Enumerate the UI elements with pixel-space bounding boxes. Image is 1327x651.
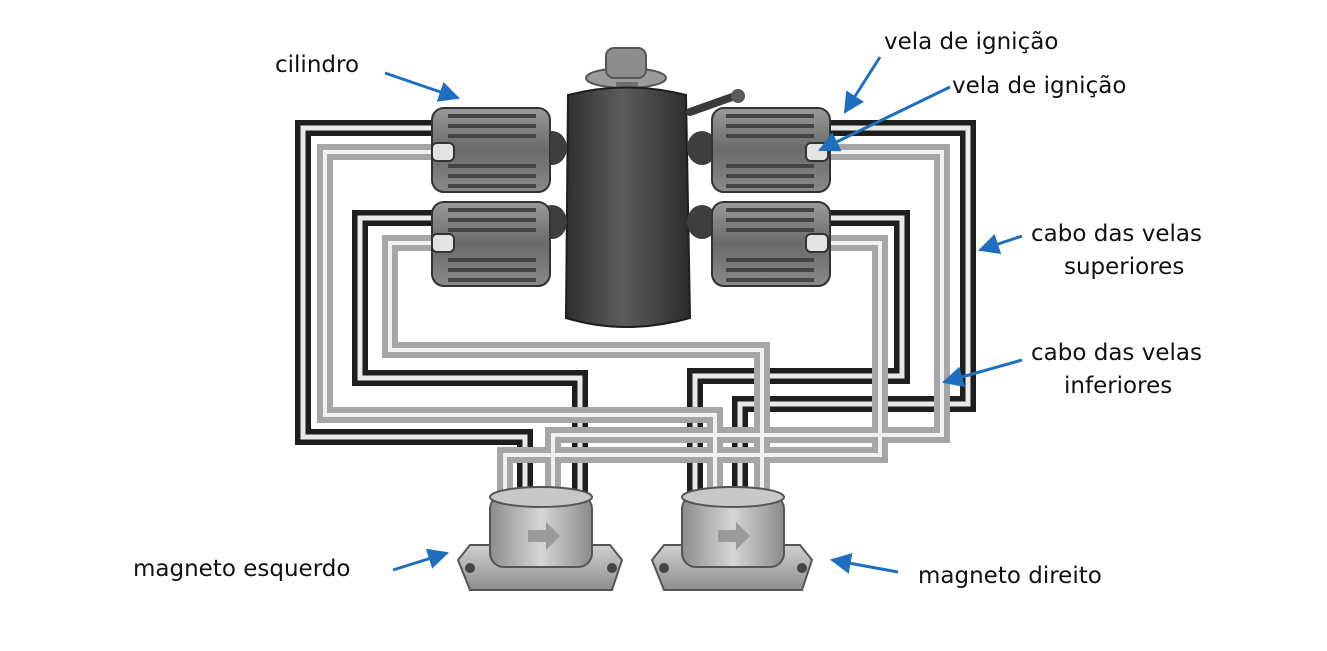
cylinder-arrow: [384, 71, 460, 102]
lower-cable-label-line2: inferiores: [1064, 373, 1173, 399]
left-magneto-label: magneto esquerdo: [133, 556, 351, 582]
right-magneto-label: magneto direito: [918, 563, 1102, 589]
cylinder-left-top: [431, 107, 551, 193]
right-magneto-body: [650, 486, 814, 591]
cylinder-left-bottom: [431, 201, 551, 287]
cylinder-right-bottom: [711, 201, 831, 287]
upper-cable-arrow: [978, 234, 1023, 254]
engine-block: [537, 47, 745, 328]
spark-plug-arrow-1: [843, 56, 882, 114]
upper-cable-label-line2: superiores: [1064, 254, 1185, 280]
spark-plug-label-2: vela de ignição: [952, 73, 1127, 99]
cylinder-right-top: [711, 107, 831, 193]
pointer-arrows: [384, 56, 1023, 574]
spark-plug-arrow-2: [818, 85, 951, 152]
spark-plug-label-1: vela de ignição: [884, 29, 1059, 55]
lower-cable-arrow: [941, 358, 1023, 387]
cylinder-label: cilindro: [275, 52, 360, 78]
left-magneto-arrow: [392, 548, 450, 572]
right-magneto-arrow: [829, 553, 899, 574]
lower-cable-label-line1: cabo das velas: [1031, 340, 1202, 366]
left-magneto-body: [456, 486, 624, 591]
upper-cable-label-line1: cabo das velas: [1031, 221, 1202, 247]
